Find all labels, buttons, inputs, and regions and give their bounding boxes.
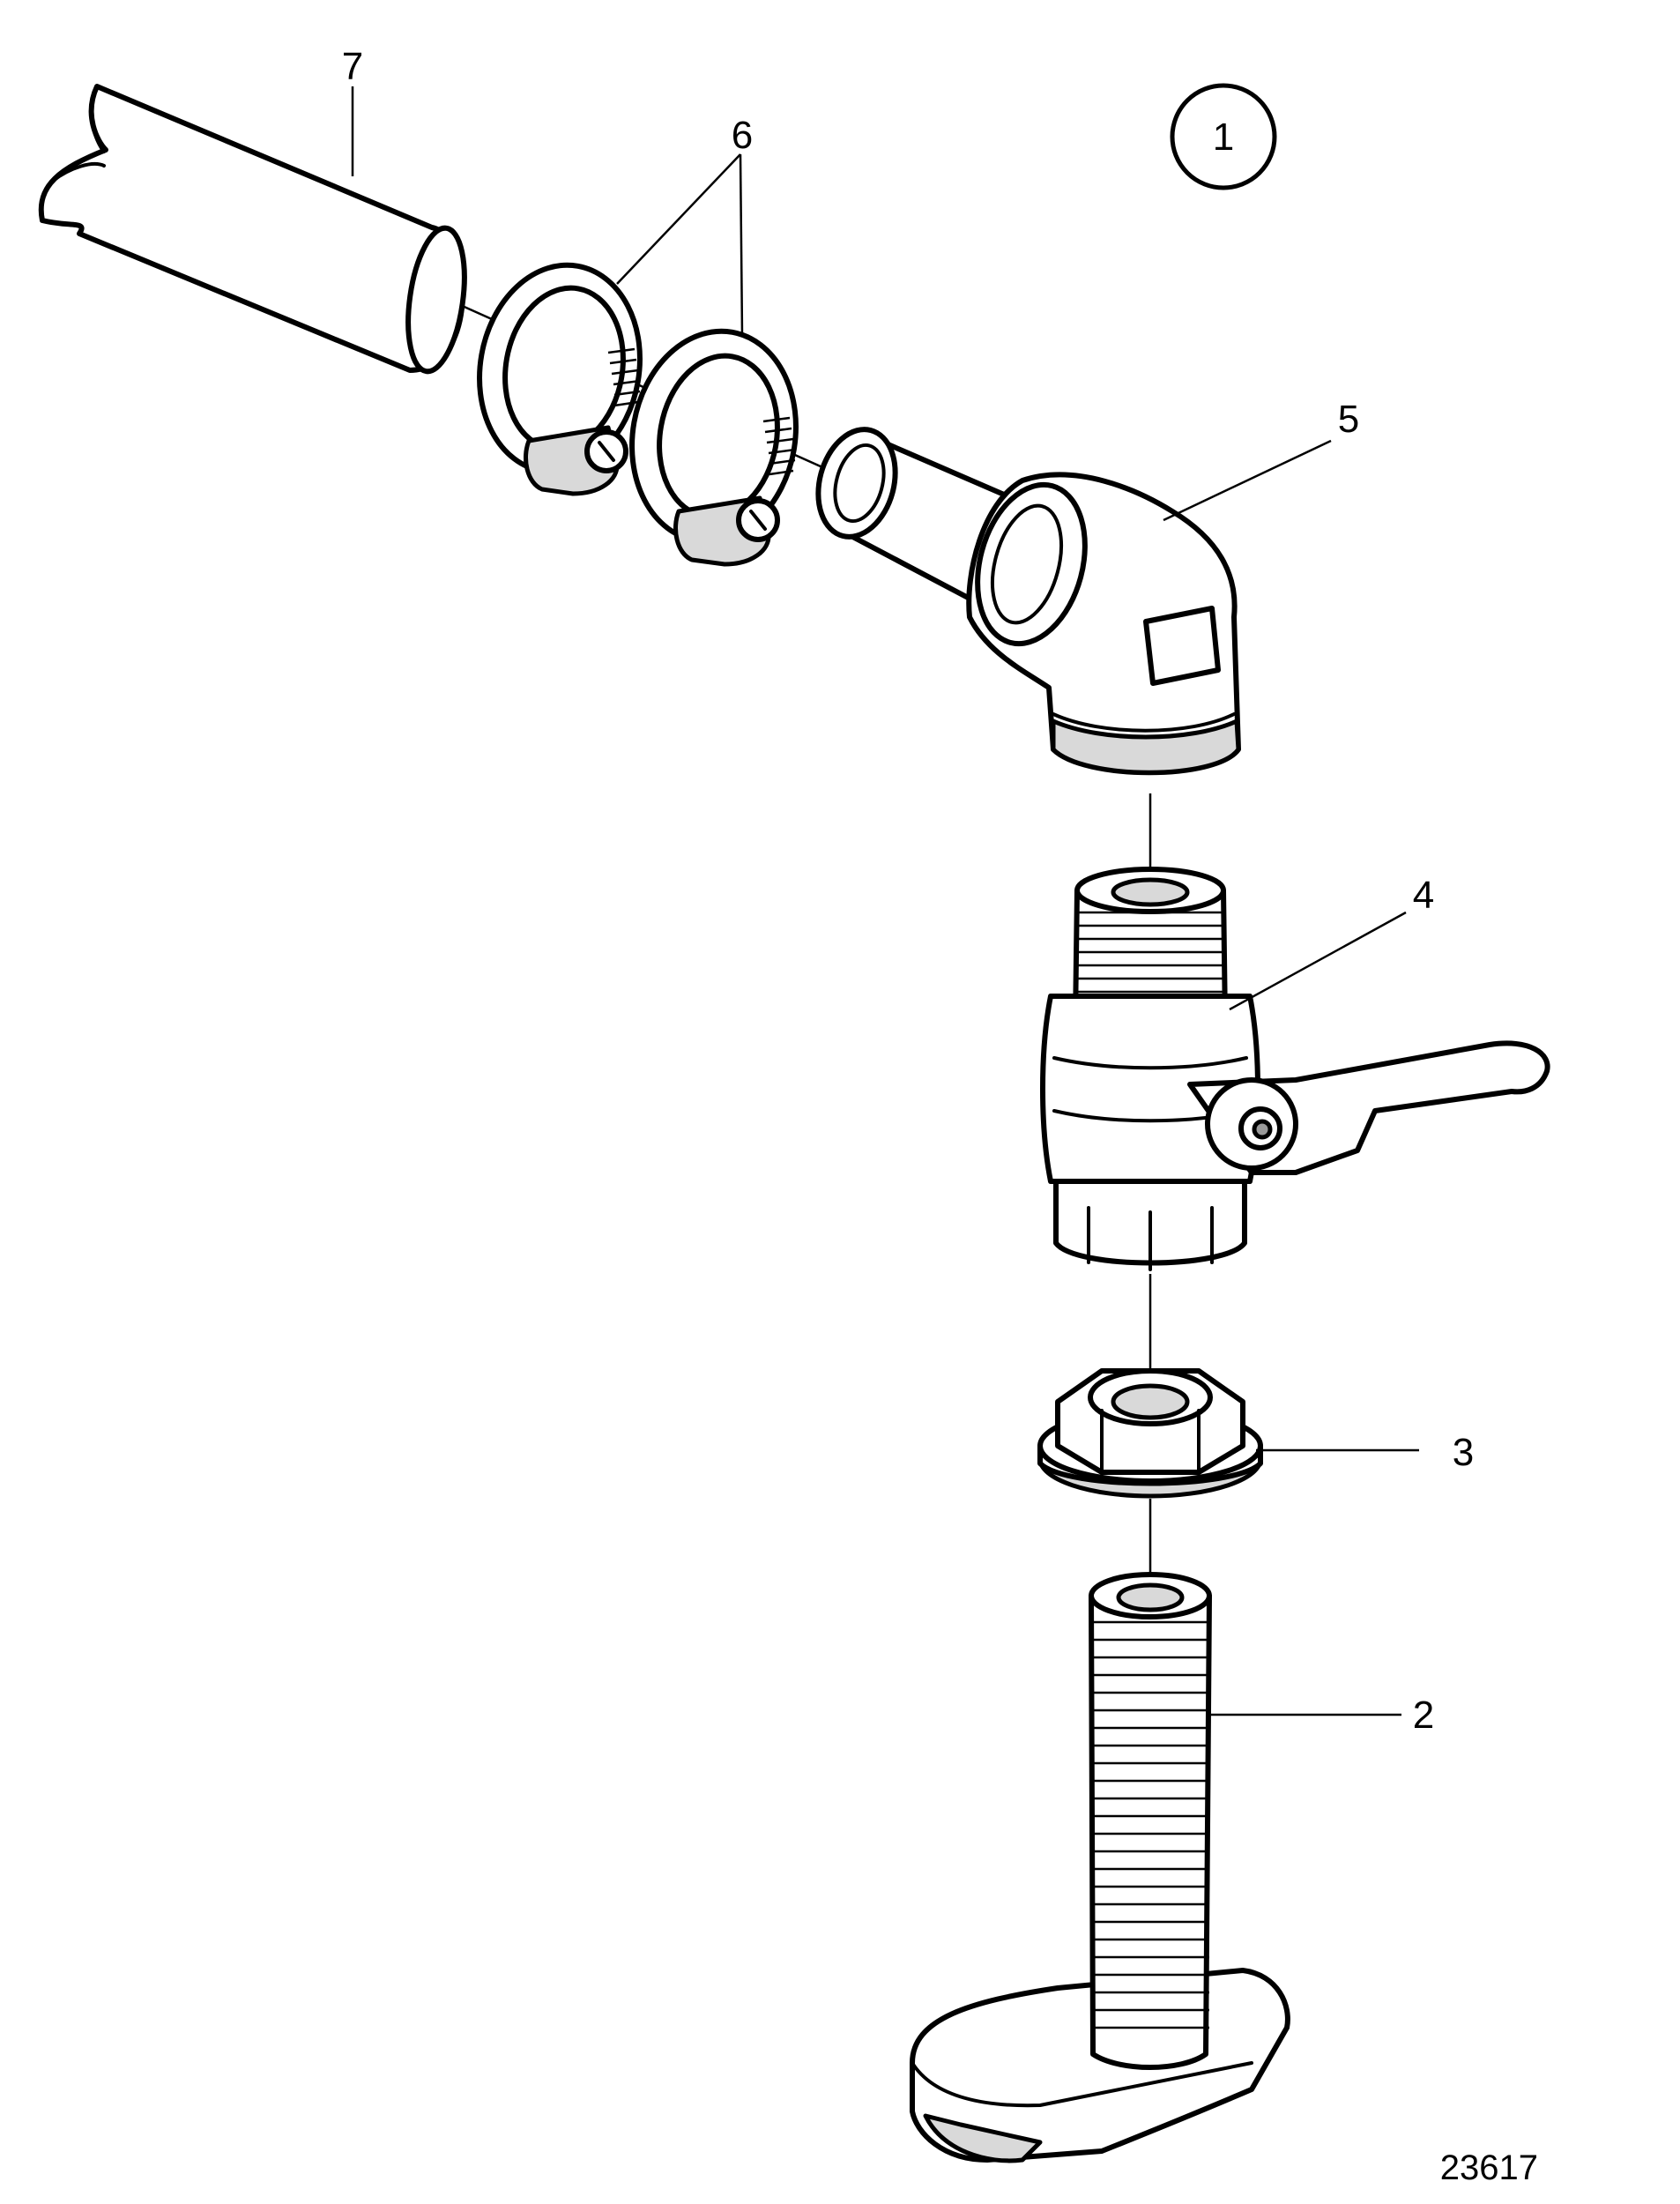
- callout-7: 7: [342, 45, 363, 88]
- callout-5: 5: [1338, 398, 1359, 441]
- callout-3: 3: [1453, 1431, 1474, 1474]
- part-5-elbow-fitting: [815, 427, 1241, 776]
- part-3-flange-nut: [1037, 1368, 1263, 1499]
- part-2-through-hull-fitting: [910, 1572, 1290, 2163]
- part-4-ball-valve: [1040, 867, 1550, 1271]
- view-marker: 1: [1170, 83, 1277, 190]
- part-6-hose-clamp-1: [477, 262, 643, 496]
- callout-leader-lines: [351, 86, 1419, 1716]
- callout-labels: 7 6 5 4 3 2: [342, 45, 1474, 1737]
- part-7-hose: [38, 84, 467, 375]
- part-6-hose-clamp-2: [629, 328, 799, 567]
- drawing-number: 23617: [1440, 2148, 1538, 2187]
- callout-6: 6: [732, 114, 753, 157]
- view-marker-number: 1: [1213, 115, 1234, 159]
- callout-4: 4: [1413, 874, 1434, 917]
- callout-2: 2: [1413, 1694, 1434, 1737]
